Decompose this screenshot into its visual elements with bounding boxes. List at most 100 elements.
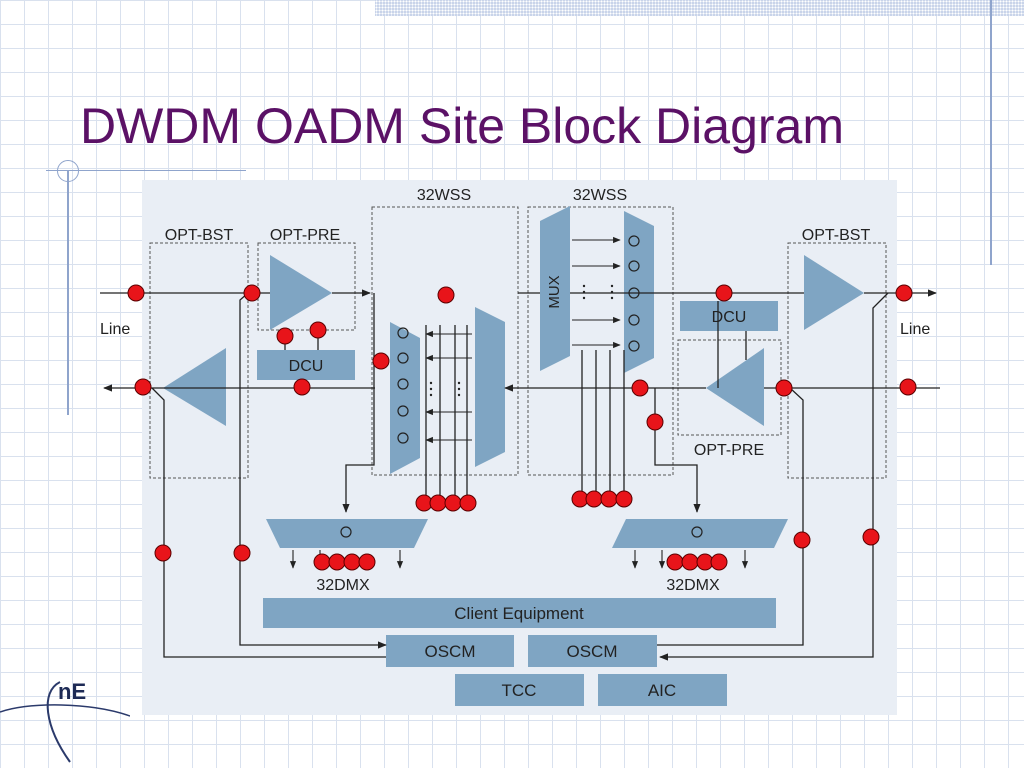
switch-icon [397,352,409,364]
test-point-marker [585,490,603,508]
right-demux-label: 32DMX [666,577,720,594]
test-point-marker [313,553,331,571]
aic-label: AIC [648,681,676,700]
test-point-marker [600,490,618,508]
test-point-marker [715,284,733,302]
right-opt-bst-label: OPT-BST [802,227,871,244]
right-decor-rule [990,0,992,265]
top-decor-band [375,0,1024,16]
left-opt-pre-amplifier [270,255,332,330]
right-opt-bst-amplifier [804,255,864,330]
wss-left-label: 32WSS [417,187,471,204]
logo-text: nE [58,679,86,704]
osc-left-in [239,292,387,649]
switch-icon [397,378,409,390]
switch-icon [397,405,409,417]
test-point-marker [358,553,376,571]
left-demux-block [266,519,428,548]
test-point-marker [437,286,455,304]
left-wss-switch-block [390,322,420,474]
left-wss-mux-block [475,307,505,467]
switch-icon [397,432,409,444]
components [163,206,864,706]
switch-icon [628,340,640,352]
test-point-marker [681,553,699,571]
left-demux-label: 32DMX [316,577,370,594]
switch-icon [628,260,640,272]
left-opt-bst-label: OPT-BST [165,227,234,244]
switch-icon [628,314,640,326]
test-point-marker [243,284,261,302]
wss-drop-left [342,293,375,513]
test-point-marker [372,352,390,370]
right-opt-pre-label: OPT-PRE [694,442,764,459]
right-opt-pre-amplifier [706,348,764,426]
diagram-labels: 32WSS 32WSS OPT-BST OPT-PRE OPT-BST OPT-… [100,187,930,700]
logo-arc [0,704,130,717]
ellipsis-dots [429,284,614,397]
test-point-marker [429,494,447,512]
test-point-marker [793,531,811,549]
test-point-marker [631,379,649,397]
test-point-marker [276,327,294,345]
client-equipment-label: Client Equipment [454,604,584,623]
right-demux-block [612,519,788,548]
test-point-marker [134,378,152,396]
test-point-marker [775,379,793,397]
osc-right-out [657,387,804,646]
test-point-marker [666,553,684,571]
tcc-box [455,674,584,706]
wss-right-label: 32WSS [573,187,627,204]
switch-icon [628,287,640,299]
test-point-marker [154,544,172,562]
switch-icon [397,327,409,339]
title-underline-rule [46,170,246,171]
test-point-marker [309,321,327,339]
tcc-label: TCC [502,681,537,700]
right-opt-bst-outline [787,242,887,479]
test-point-marker [233,544,251,562]
module-outlines [149,206,887,479]
switch-icon [340,526,352,538]
left-opt-pre-outline [257,242,356,331]
test-point-marker [343,553,361,571]
switch-icon [691,526,703,538]
test-point-marker [615,490,633,508]
test-point-marker [444,494,462,512]
left-decor-rule [67,170,69,415]
test-point-marker [899,378,917,396]
aic-box [598,674,727,706]
osc-left-out [151,387,386,658]
title-decor-circle [57,160,79,182]
slide-title: DWDM OADM Site Block Diagram [80,98,844,154]
switch-icon [628,235,640,247]
test-point-marker [328,553,346,571]
test-point-marker [127,284,145,302]
oscm-left-box [386,635,514,667]
test-point-marker [293,378,311,396]
oscm-right-box [528,635,657,667]
switch-icons [340,235,703,538]
left-opt-bst-amplifier [163,348,226,426]
wss-arrows [289,236,749,569]
oscm-left-label: OSCM [425,642,476,661]
right-line-label: Line [900,321,930,338]
test-point-marker [895,284,913,302]
oscm-right-label: OSCM [567,642,618,661]
test-point-marker [862,528,880,546]
test-point-marker [646,413,664,431]
left-dcu-box [257,350,355,380]
logo-swoosh [46,681,71,763]
wss-drop-right [654,388,701,513]
test-point-marker [459,494,477,512]
left-line-label: Line [100,321,130,338]
client-equipment-box [263,598,776,628]
mux-block [540,206,570,371]
left-wss-outline [371,206,519,476]
right-wss-outline [527,206,674,476]
test-point-markers [127,284,917,571]
right-dcu-box [680,301,778,331]
company-logo: nE [0,679,130,763]
right-dcu-label: DCU [712,309,747,326]
